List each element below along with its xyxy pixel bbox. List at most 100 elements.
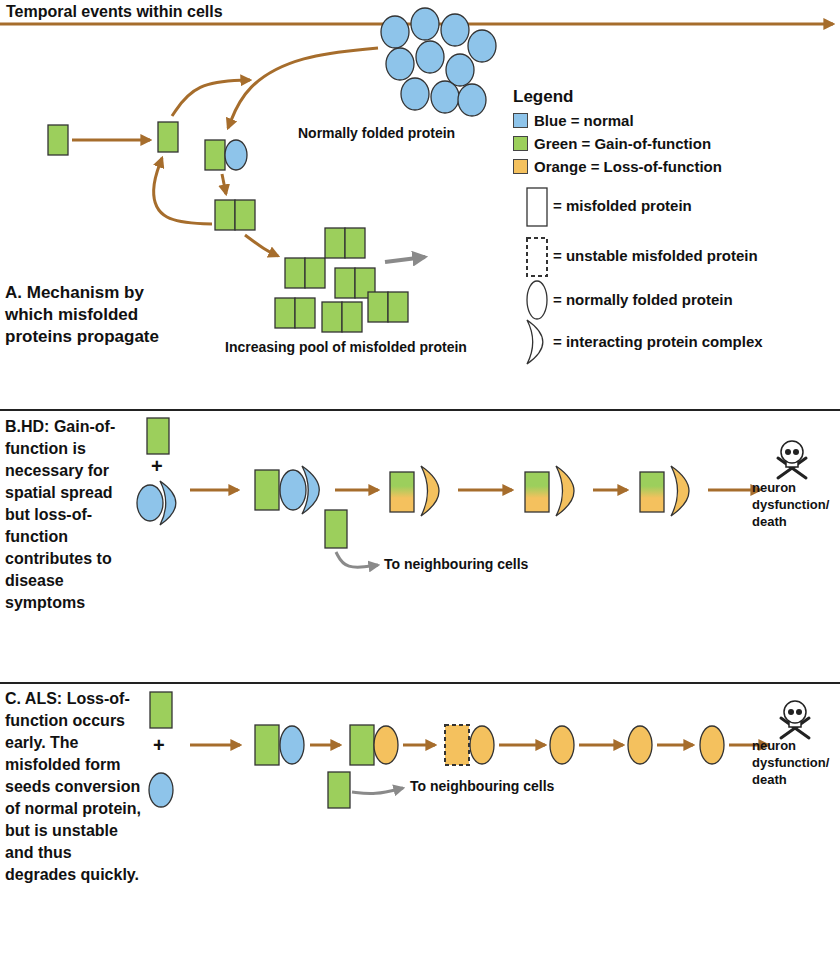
misfolded-protein	[147, 418, 169, 454]
legend-text: Orange = Loss-of-function	[534, 158, 722, 175]
misfolded-protein	[150, 692, 172, 728]
misfolded-protein	[388, 292, 408, 322]
misfolded-protein	[390, 472, 414, 512]
arrow	[499, 744, 545, 747]
legend-text: = normally folded protein	[553, 291, 733, 308]
arrow	[403, 744, 435, 747]
skull-icon	[781, 701, 809, 738]
misfolded-protein	[527, 188, 547, 226]
folded-protein	[225, 140, 247, 170]
callout-label: Normally folded protein	[298, 124, 455, 142]
misfolded-protein	[325, 510, 347, 548]
misfolded-protein	[335, 268, 355, 298]
arrow	[310, 744, 340, 747]
misfolded-protein	[305, 258, 325, 288]
misfolded-protein	[342, 302, 362, 332]
title: Temporal events within cells	[6, 2, 223, 23]
misfolded-protein	[285, 258, 305, 288]
misfolded-protein	[295, 298, 315, 328]
panel-divider	[0, 409, 840, 411]
legend-entry: Orange = Loss-of-function	[513, 158, 722, 175]
legend-entry: = normally folded protein	[553, 291, 733, 308]
panel-caption: B.HD: Gain-of-function is necessary for …	[5, 416, 137, 614]
legend-entry: = unstable misfolded protein	[553, 247, 758, 264]
legend-entry: Green = Gain-of-function	[513, 135, 711, 152]
arrow	[579, 744, 623, 747]
folded-protein	[550, 726, 574, 764]
folded-protein	[149, 773, 173, 807]
misfolded-protein	[275, 298, 295, 328]
interacting-complex	[302, 466, 319, 514]
interacting-complex	[421, 466, 439, 516]
folded-protein	[416, 41, 444, 73]
folded-protein	[374, 726, 398, 764]
folded-protein	[470, 726, 494, 764]
folded-protein	[137, 485, 163, 521]
legend-text: Green = Gain-of-function	[534, 135, 711, 152]
unstable-misfolded-protein	[527, 238, 547, 276]
arrow	[228, 48, 378, 128]
legend-entry: = interacting protein complex	[553, 333, 763, 350]
misfolded-protein	[368, 292, 388, 322]
panel-caption: A. Mechanism by which misfolded proteins…	[5, 282, 165, 348]
plus-sign: +	[153, 732, 165, 758]
skull-icon	[778, 441, 806, 478]
arrow	[190, 744, 240, 747]
legend-entry: Blue = normal	[513, 112, 634, 129]
interacting-complex	[160, 481, 176, 525]
misfolded-protein	[350, 725, 374, 765]
folded-protein	[458, 84, 486, 116]
folded-protein	[381, 16, 409, 48]
folded-protein	[280, 470, 306, 510]
folded-protein	[446, 54, 474, 86]
arrow	[172, 80, 250, 116]
arrow	[222, 174, 226, 194]
misfolded-protein	[345, 228, 365, 258]
folded-protein	[401, 78, 429, 110]
legend-text: = misfolded protein	[553, 197, 692, 214]
arrow	[593, 489, 627, 492]
folded-protein	[441, 14, 469, 46]
interacting-complex	[671, 466, 689, 516]
arrow	[335, 489, 378, 492]
unstable-misfolded-protein	[445, 725, 469, 765]
legend-heading: Legend	[513, 86, 573, 108]
folded-protein	[411, 8, 439, 40]
callout-label: To neighbouring cells	[384, 555, 528, 573]
legend-swatch	[513, 113, 528, 128]
panel-divider	[0, 682, 840, 684]
folded-protein	[700, 726, 724, 764]
misfolded-protein	[158, 122, 178, 152]
misfolded-protein	[255, 470, 279, 510]
misfolded-protein	[48, 125, 68, 155]
arrow	[154, 158, 212, 224]
panel-caption: C. ALS: Loss-of-function occurs early. T…	[5, 688, 143, 886]
arrow	[657, 744, 693, 747]
outcome-label: neuron dysfunction/ death	[752, 738, 838, 789]
misfolded-protein	[328, 772, 350, 808]
callout-label: Increasing pool of misfolded protein	[225, 338, 467, 356]
interacting-complex	[556, 466, 574, 516]
misfolded-protein	[525, 472, 549, 512]
folded-protein	[280, 726, 304, 764]
legend-text: = interacting protein complex	[553, 333, 763, 350]
arrow	[336, 552, 378, 567]
misfolded-protein	[205, 140, 225, 170]
misfolded-protein	[255, 725, 279, 765]
arrow	[458, 489, 512, 492]
plus-sign: +	[151, 453, 163, 479]
folded-protein	[468, 30, 496, 62]
arrow	[385, 257, 425, 262]
legend-entry: = misfolded protein	[553, 197, 692, 214]
misfolded-protein	[640, 472, 664, 512]
arrow	[190, 489, 238, 492]
interacting-complex	[527, 320, 543, 364]
callout-label: To neighbouring cells	[410, 777, 554, 795]
arrow	[352, 788, 403, 794]
outcome-label: neuron dysfunction/ death	[752, 480, 838, 531]
misfolded-protein	[215, 200, 235, 230]
arrow	[245, 235, 278, 256]
folded-protein	[431, 81, 459, 113]
